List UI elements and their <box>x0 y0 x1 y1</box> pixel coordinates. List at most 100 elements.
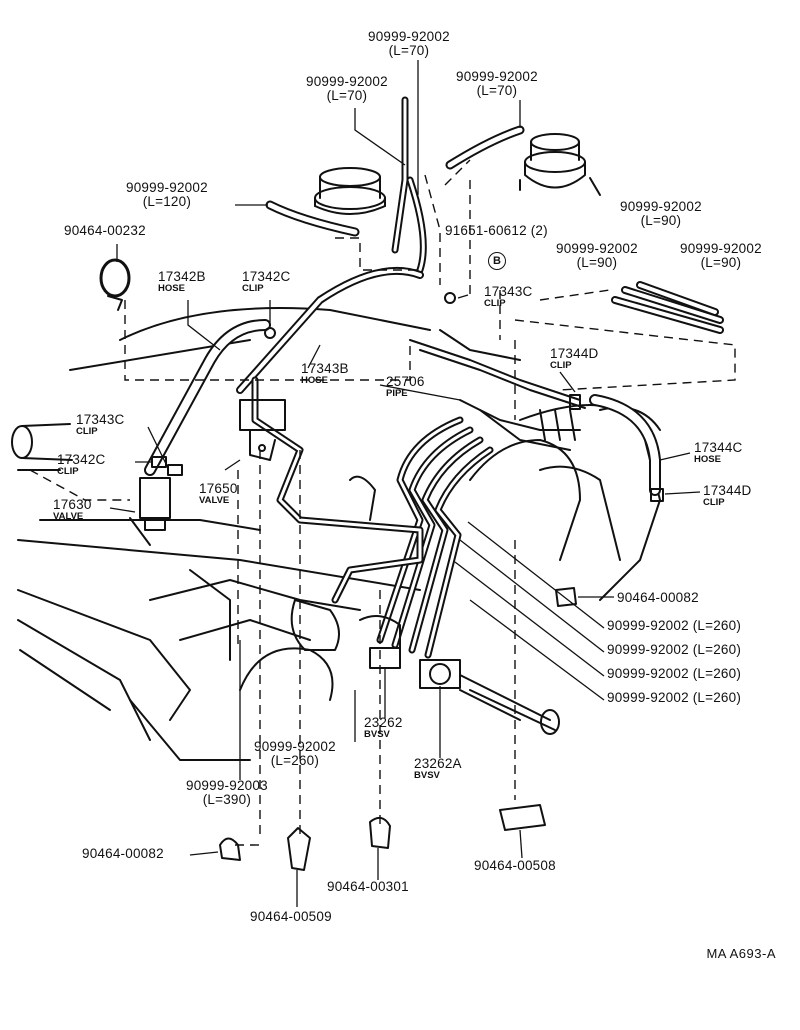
part-number: 17342B <box>158 269 206 284</box>
part-number: 90999-92002 <box>126 180 208 195</box>
callout-hose-l260-1: 90999-92002 (L=260) <box>607 618 742 633</box>
part-number: 90999-92002 (L=260) <box>607 642 742 657</box>
part-number: 90999-92002 (L=260) <box>607 666 742 681</box>
part-number: 90464-00509 <box>250 909 332 924</box>
modulator-right <box>519 133 601 196</box>
callout-hose-l120: 90999-92002 (L=120) <box>126 180 208 210</box>
part-name: CLIP <box>550 360 572 372</box>
callout-screw: 91651-60612 (2) <box>445 223 548 238</box>
part-name: CLIP <box>242 283 264 295</box>
callout-hose-l260-4: 90999-92002 (L=260) <box>607 690 742 705</box>
part-number: 90464-00082 <box>82 846 164 861</box>
part-name: BVSV <box>364 729 390 741</box>
callout-17344d-clip-right: 17344D CLIP <box>703 483 752 509</box>
callout-17630-valve: 17630 VALVE <box>53 497 92 523</box>
part-spec: (L=90) <box>700 255 742 271</box>
valve-17630 <box>129 477 171 546</box>
part-number: 90464-00232 <box>64 223 146 238</box>
callout-hose-l70-left: 90999-92002 (L=70) <box>306 74 388 104</box>
callout-17344d-clip-top: 17344D CLIP <box>550 346 599 372</box>
part-name: CLIP <box>484 298 506 310</box>
part-spec: (L=260) <box>270 753 320 769</box>
callout-17342c-clip-top: 17342C CLIP <box>242 269 291 295</box>
part-number: 91651-60612 (2) <box>445 223 548 238</box>
part-number: 17344C <box>694 440 743 455</box>
callout-hose-l90-top: 90999-92002 (L=90) <box>620 199 702 229</box>
part-name: PIPE <box>386 388 408 400</box>
part-spec: (L=120) <box>142 194 192 210</box>
part-number: 90464-00301 <box>327 879 409 894</box>
valve-17650 <box>239 399 286 461</box>
callout-hose-l90-right: 90999-92002 (L=90) <box>680 241 762 271</box>
part-number: 17343B <box>301 361 349 376</box>
part-spec: (L=70) <box>388 43 430 59</box>
part-number: 23262A <box>414 756 462 771</box>
part-spec: (L=90) <box>576 255 618 271</box>
intake-manifold <box>11 307 431 761</box>
callout-clip-00082-right: 90464-00082 <box>617 590 699 605</box>
part-spec: (L=390) <box>202 792 252 808</box>
callout-clip-00508: 90464-00508 <box>474 858 556 873</box>
callout-17343c-clip-left: 17343C CLIP <box>76 412 125 438</box>
part-spec: (L=70) <box>476 83 518 99</box>
part-number: 17343C <box>76 412 125 427</box>
part-number: 90999-92002 <box>368 29 450 44</box>
callout-band-clip: 90464-00232 <box>64 223 146 238</box>
part-number: 90999-92002 <box>556 241 638 256</box>
callout-hose-l390: 90999-92003 (L=390) <box>186 778 268 808</box>
part-number: 90464-00082 <box>617 590 699 605</box>
pipe-assembly <box>409 329 586 451</box>
part-number: 90999-92002 <box>680 241 762 256</box>
callout-hose-l70-right: 90999-92002 (L=70) <box>456 69 538 99</box>
callout-23262a-bvsv: 23262A BVSV <box>414 756 462 782</box>
callout-hose-l70-top: 90999-92002 (L=70) <box>368 29 450 59</box>
part-number: 17630 <box>53 497 92 512</box>
callout-hose-l260-bottom: 90999-92002 (L=260) <box>254 739 336 769</box>
part-number: 25706 <box>386 374 425 389</box>
hose-bundle <box>251 376 494 659</box>
part-number: 17343C <box>484 284 533 299</box>
part-number: 17650 <box>199 481 238 496</box>
callout-clip-00082-left: 90464-00082 <box>82 846 164 861</box>
part-number: 90464-00508 <box>474 858 556 873</box>
callout-17342c-clip-left: 17342C CLIP <box>57 452 106 478</box>
callout-hose-l90-left: 90999-92002 (L=90) <box>556 241 638 271</box>
callout-clip-00509: 90464-00509 <box>250 909 332 924</box>
callout-17343c-clip-top: 17343C CLIP <box>484 284 533 310</box>
part-spec: (L=90) <box>640 213 682 229</box>
figure-code: MA A693-A <box>706 946 776 961</box>
callout-clip-00301: 90464-00301 <box>327 879 409 894</box>
part-name: CLIP <box>57 466 79 478</box>
callout-23262-bvsv: 23262 BVSV <box>364 715 403 741</box>
part-name: BVSV <box>414 770 440 782</box>
part-name: VALVE <box>53 511 84 523</box>
callout-25706-pipe: 25706 PIPE <box>386 374 425 400</box>
callout-17342b-hose: 17342B HOSE <box>158 269 206 295</box>
part-name: HOSE <box>301 375 328 387</box>
part-name: CLIP <box>703 497 725 509</box>
callout-17344c-hose: 17344C HOSE <box>694 440 743 466</box>
part-number: 90999-92002 (L=260) <box>607 690 742 705</box>
part-name: HOSE <box>694 454 721 466</box>
reference-mark-b: B <box>488 252 506 270</box>
part-number: 23262 <box>364 715 403 730</box>
part-number: 90999-92003 <box>186 778 268 793</box>
part-number: 17344D <box>703 483 752 498</box>
part-number: 90999-92002 <box>456 69 538 84</box>
part-number: 17342C <box>57 452 106 467</box>
callout-hose-l260-2: 90999-92002 (L=260) <box>607 642 742 657</box>
bvsv-group <box>369 647 560 735</box>
callout-hose-l260-3: 90999-92002 (L=260) <box>607 666 742 681</box>
modulator-left <box>314 167 386 215</box>
part-number: 90999-92002 <box>254 739 336 754</box>
hoses-l90 <box>611 281 724 334</box>
callout-17650-valve: 17650 VALVE <box>199 481 238 506</box>
part-name: HOSE <box>158 283 185 295</box>
part-number: 17342C <box>242 269 291 284</box>
part-number: 17344D <box>550 346 599 361</box>
part-spec: (L=70) <box>326 88 368 104</box>
part-number: 90999-92002 (L=260) <box>607 618 742 633</box>
part-name: CLIP <box>76 426 98 438</box>
